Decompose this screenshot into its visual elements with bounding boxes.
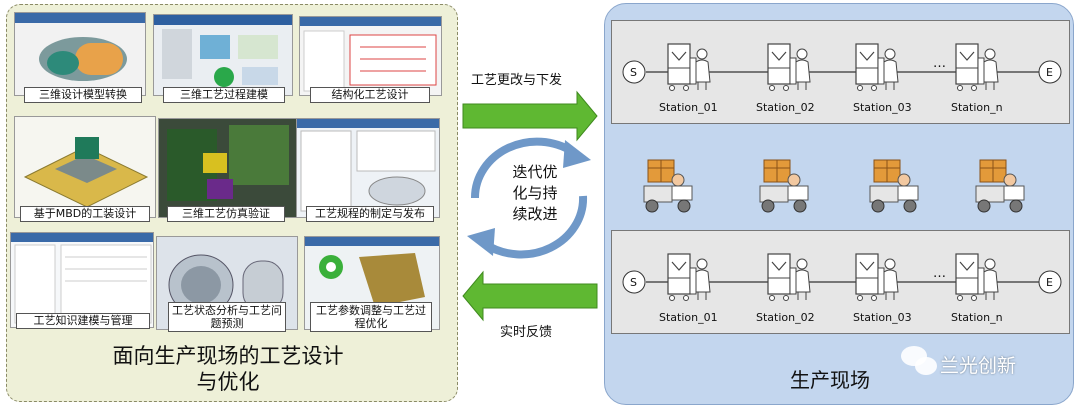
model-conversion-image xyxy=(15,13,145,95)
cycle-line-2: 化与持 xyxy=(512,184,558,202)
tile-knowledge-management xyxy=(10,232,154,328)
tile-caption: 工艺知识建模与管理 xyxy=(16,313,150,329)
station-label: Station_02 xyxy=(756,101,815,114)
station-label: Station_n xyxy=(951,101,1003,114)
station-label: Station_01 xyxy=(659,311,718,324)
tile-simulation xyxy=(158,118,298,218)
production-panel-title: 生产现场 xyxy=(790,368,870,392)
forklift-icon xyxy=(975,159,1025,213)
process-modeling-image xyxy=(154,15,292,95)
tile-caption: 基于MBD的工装设计 xyxy=(20,206,150,222)
end-label: E xyxy=(1046,276,1053,289)
tile-caption: 结构化工艺设计 xyxy=(310,87,430,103)
cycle-line-3: 续改进 xyxy=(512,205,558,223)
station-icon xyxy=(667,253,711,302)
station-icon xyxy=(855,253,899,302)
top-arrow-label: 工艺更改与下发 xyxy=(471,73,563,88)
tile-procedure-release xyxy=(296,118,440,218)
tile-process-modeling xyxy=(153,14,293,96)
end-node xyxy=(1038,60,1062,84)
station-icon xyxy=(955,253,999,302)
station-icon xyxy=(955,43,999,92)
fixture-design-image xyxy=(15,117,155,217)
start-node xyxy=(622,60,646,84)
end-label: E xyxy=(1046,66,1053,79)
tile-caption: 工艺参数调整与工艺过程优化 xyxy=(310,302,432,332)
title-line-2: 与优化 xyxy=(196,370,260,394)
tile-model-conversion xyxy=(14,12,146,96)
tile-caption: 三维工艺仿真验证 xyxy=(167,206,285,222)
cycle-line-1: 迭代优 xyxy=(512,163,558,181)
tile-caption: 三维设计模型转换 xyxy=(24,87,142,103)
middle-arrows xyxy=(462,90,598,322)
forklift-icon xyxy=(869,159,919,213)
cycle-arc-bottom xyxy=(482,195,588,259)
station-icon xyxy=(767,253,811,302)
start-node xyxy=(622,270,646,294)
forklift-icon xyxy=(759,159,809,213)
ellipsis: … xyxy=(933,266,946,281)
station-icon xyxy=(667,43,711,92)
tile-caption: 三维工艺过程建模 xyxy=(163,87,285,103)
procedure-release-image xyxy=(297,119,439,217)
cycle-arc-top xyxy=(470,137,576,199)
station-label: Station_03 xyxy=(853,101,912,114)
bottom-arrow-label: 实时反馈 xyxy=(500,325,553,340)
station-label: Station_02 xyxy=(756,311,815,324)
forklift-icon xyxy=(643,159,693,213)
title-line-1: 面向生产现场的工艺设计 xyxy=(112,344,344,368)
tile-caption: 工艺规程的制定与发布 xyxy=(306,206,434,222)
design-panel-title: 面向生产现场的工艺设计 与优化 xyxy=(20,343,436,395)
station-icon xyxy=(855,43,899,92)
start-label: S xyxy=(630,66,637,79)
brand-text: 兰光创新 xyxy=(940,355,1017,377)
tile-structured-design xyxy=(299,16,442,96)
left-arrow xyxy=(462,270,598,322)
start-label: S xyxy=(630,276,637,289)
station-label: Station_01 xyxy=(659,101,718,114)
right-arrow xyxy=(462,90,598,142)
tile-fixture-design xyxy=(14,116,156,218)
cycle-arrowhead-bottom xyxy=(467,228,495,256)
ellipsis: … xyxy=(933,56,946,71)
cycle-arrowhead-top xyxy=(563,140,591,168)
station-label: Station_n xyxy=(951,311,1003,324)
knowledge-management-image xyxy=(11,233,153,327)
wechat-icon xyxy=(901,346,937,375)
end-node xyxy=(1038,270,1062,294)
cycle-text: 迭代优 化与持 续改进 xyxy=(480,162,590,225)
production-graphics xyxy=(622,43,1062,375)
station-label: Station_03 xyxy=(853,311,912,324)
simulation-image xyxy=(159,119,297,217)
structured-design-image xyxy=(300,17,441,95)
station-icon xyxy=(767,43,811,92)
tile-caption: 工艺状态分析与工艺问题预测 xyxy=(168,302,286,332)
